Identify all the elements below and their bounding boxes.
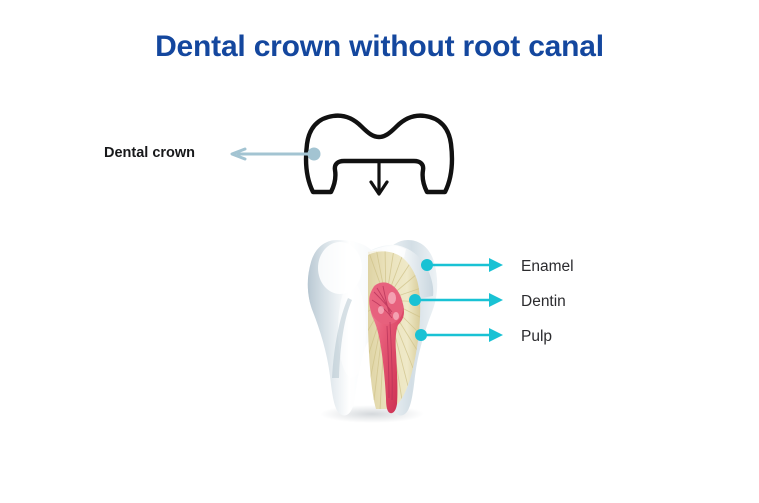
crown-callout-label: Dental crown [104, 145, 196, 161]
anchor-dot-icon [415, 329, 427, 341]
right-arrow-icon [489, 258, 503, 272]
part-label-dentin: Dentin [521, 293, 566, 310]
part-label-pulp: Pulp [521, 328, 553, 345]
down-arrow-icon [369, 161, 389, 196]
crown-callout-leader [230, 147, 321, 161]
page-title: Dental crown without root canal [155, 30, 604, 63]
pulp-highlights [378, 292, 399, 320]
leader-enamel [421, 258, 503, 272]
tooth-pulp [369, 282, 404, 414]
anchor-dot-icon [421, 259, 433, 271]
pulp-vessels [371, 285, 393, 401]
part-label-enamel: Enamel [521, 258, 574, 275]
anchor-dot-icon [409, 294, 421, 306]
right-arrow-icon [489, 293, 503, 307]
right-arrow-icon [489, 328, 503, 342]
crown-cap-icon [303, 113, 455, 195]
leader-pulp [415, 328, 503, 342]
anchor-dot-icon [307, 147, 321, 161]
leader-dentin [409, 293, 503, 307]
